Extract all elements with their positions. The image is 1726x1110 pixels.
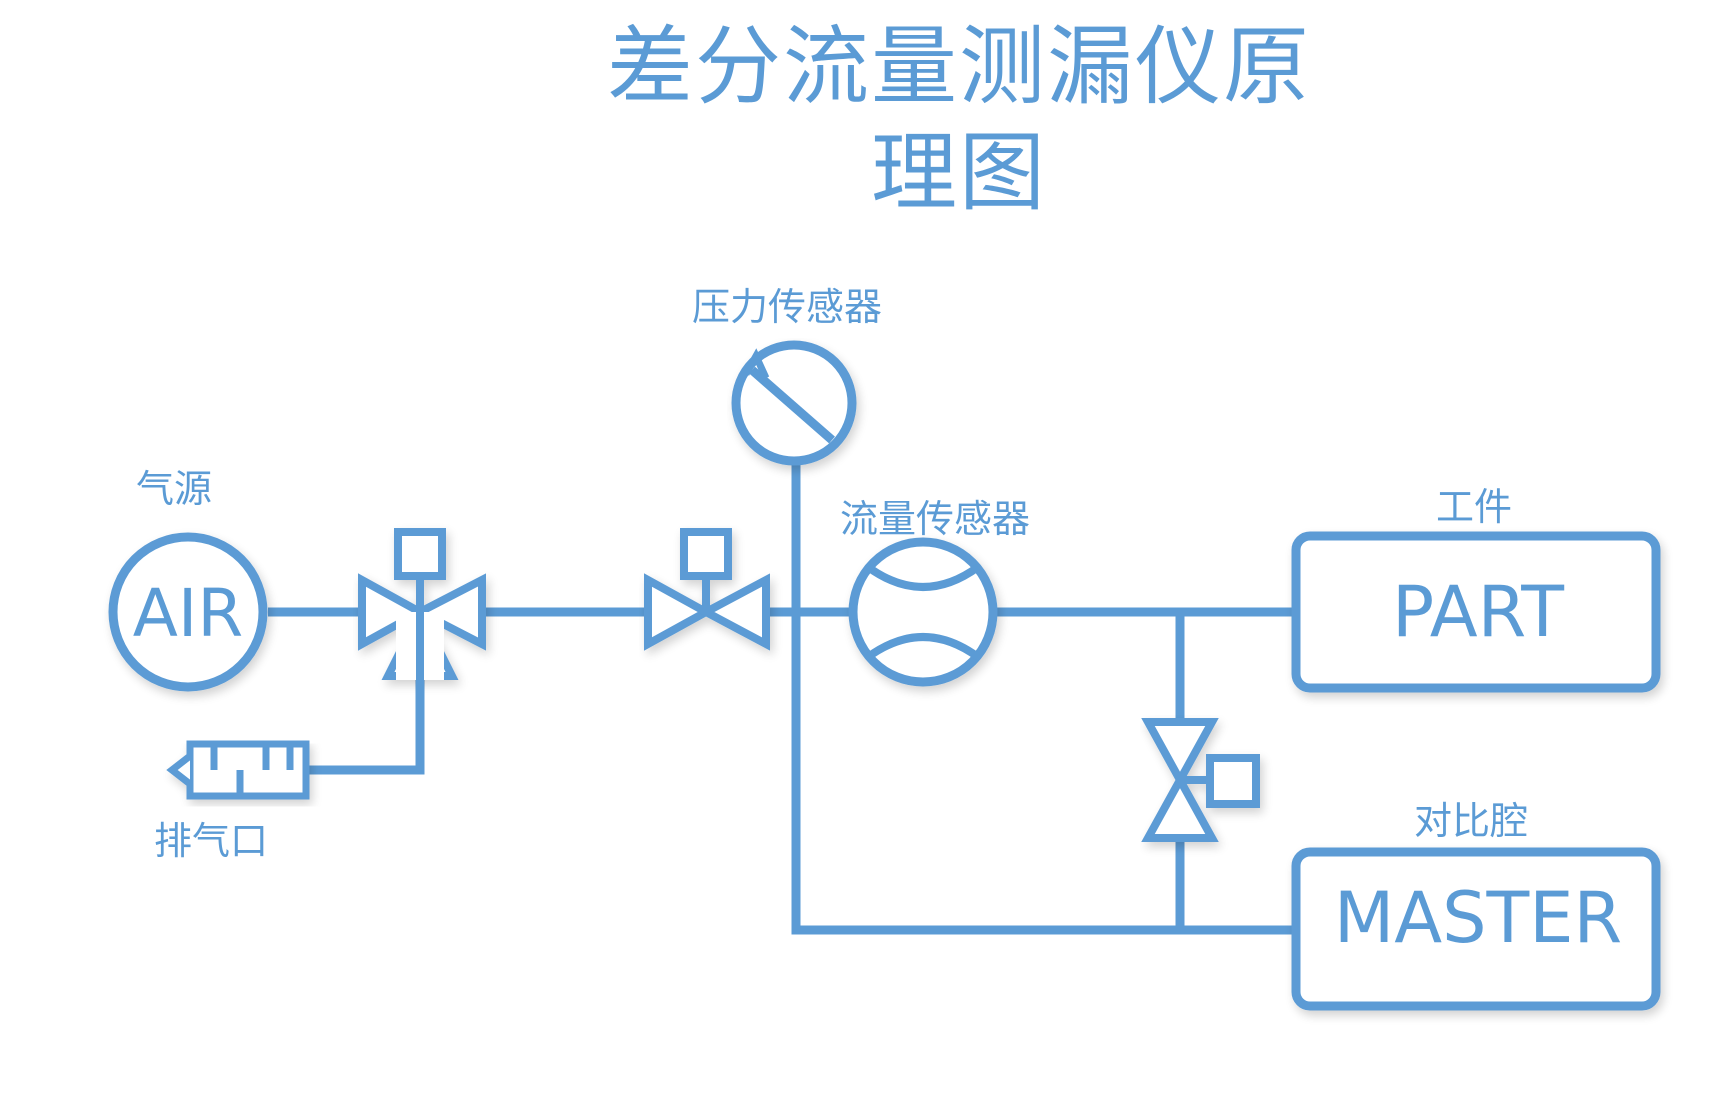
flow-meter-icon: [848, 537, 998, 687]
exhaust-label: 排气口: [154, 819, 269, 863]
air-source-label: 气源: [136, 467, 213, 511]
diagram-title-line-1: 差分流量测漏仪原: [607, 17, 1311, 117]
diagram-title-line-2: 理图: [871, 123, 1047, 223]
exhaust-muffler: [166, 740, 310, 800]
two-way-valve: [644, 528, 770, 651]
air-source: [108, 532, 268, 692]
reference-chamber-label: 对比腔: [1414, 799, 1529, 843]
part-box-label: PART: [1392, 571, 1564, 653]
air-box-label: AIR: [133, 575, 243, 652]
part-box: [1291, 531, 1661, 693]
bypass-valve: [1141, 718, 1260, 842]
master-box-label: MASTER: [1334, 877, 1622, 959]
master-box: [1291, 847, 1661, 1011]
flow-sensor-label: 流量传感器: [840, 497, 1031, 541]
pipe-pressure-sensor-drop: [791, 465, 1292, 935]
workpiece-label: 工件: [1436, 485, 1513, 529]
pressure-sensor-label: 压力传感器: [692, 285, 883, 329]
